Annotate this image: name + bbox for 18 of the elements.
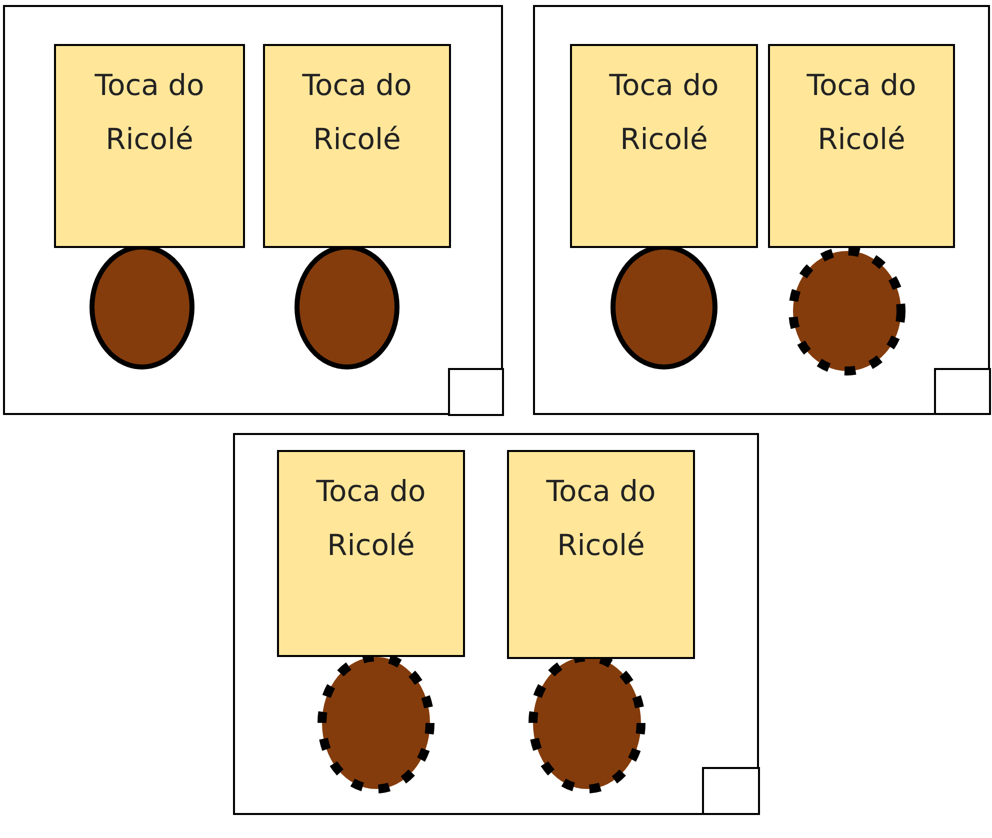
sign-label: Toca do Ricolé bbox=[94, 67, 206, 158]
sign-label: Toca do Ricolé bbox=[315, 473, 427, 564]
sign-label: Toca do Ricolé bbox=[301, 67, 413, 158]
sign-box bbox=[570, 44, 758, 248]
corner-square bbox=[448, 368, 504, 416]
sign-label: Toca do Ricolé bbox=[545, 473, 657, 564]
sign-box bbox=[768, 44, 955, 248]
sign-label: Toca do Ricolé bbox=[806, 67, 918, 158]
sign-label: Toca do Ricolé bbox=[608, 67, 720, 158]
panel-frame bbox=[233, 433, 759, 815]
corner-square bbox=[702, 767, 760, 815]
panel-frame bbox=[3, 5, 503, 415]
sign-box bbox=[507, 450, 695, 659]
panel-frame bbox=[533, 5, 990, 415]
sign-box bbox=[277, 450, 465, 657]
corner-square bbox=[934, 368, 991, 415]
sign-box bbox=[54, 44, 245, 248]
sign-box bbox=[263, 44, 451, 248]
